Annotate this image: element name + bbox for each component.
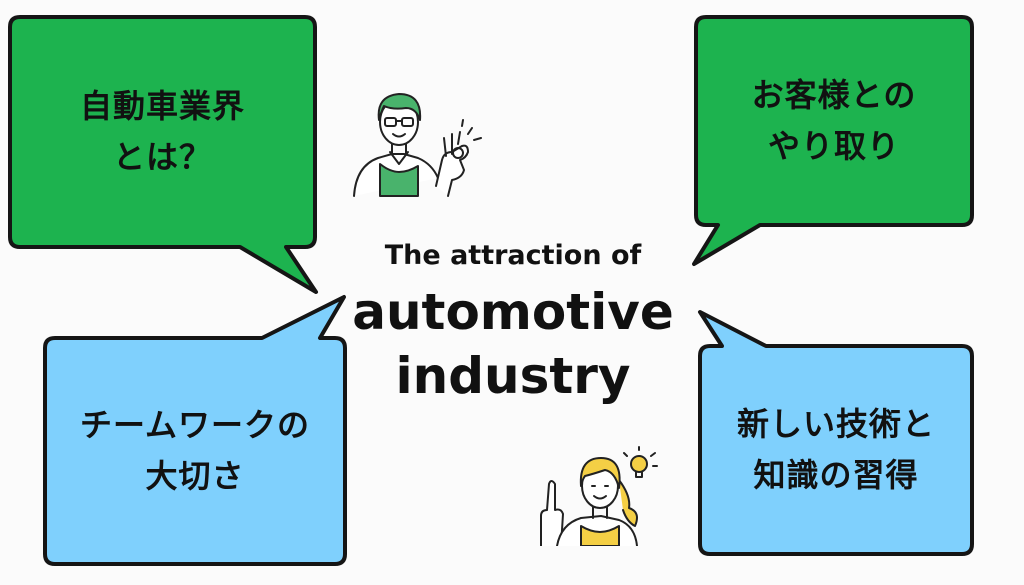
- bubble-top-right: お客様との やり取り: [696, 17, 972, 225]
- title-line2: automotive: [352, 283, 674, 341]
- bubble-bottom-right-line2: 知識の習得: [753, 456, 919, 494]
- bubble-bottom-left-line1: チームワークの: [79, 405, 311, 444]
- title-line3: industry: [395, 347, 631, 405]
- title-line1: The attraction of: [384, 240, 642, 271]
- bubble-bottom-left-line2: 大切さ: [145, 457, 245, 495]
- man-ok-gesture-icon: [353, 93, 482, 197]
- center-title: The attraction of automotive industry: [330, 232, 696, 408]
- bubble-top-right-line2: やり取り: [767, 127, 900, 165]
- woman-lightbulb-idea-icon: [540, 446, 658, 546]
- bubble-bottom-right: 新しい技術と 知識の習得: [700, 346, 972, 554]
- bubble-bottom-right-line1: 新しい技術と: [736, 404, 935, 443]
- bubble-top-left-line1: 自動車業界: [79, 86, 245, 125]
- bubble-top-left: 自動車業界 とは？: [10, 17, 315, 247]
- bubble-bottom-left: チームワークの 大切さ: [45, 338, 345, 564]
- bubble-top-right-line1: お客様との: [751, 75, 917, 114]
- bubble-top-left-line2: とは？: [112, 138, 212, 176]
